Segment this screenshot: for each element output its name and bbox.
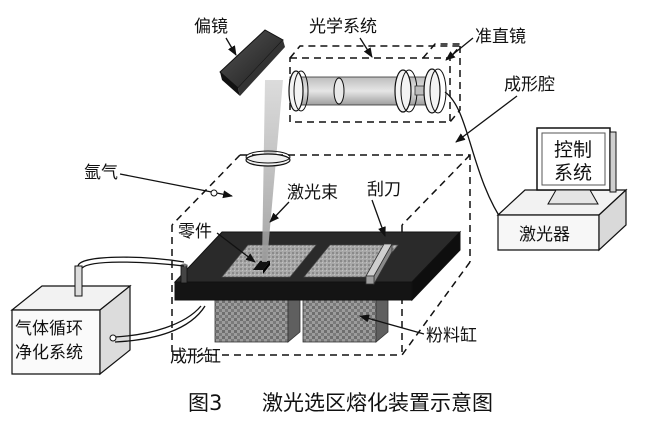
label-chamber: 成形腔 <box>504 75 555 95</box>
label-control-line1: 控制 <box>554 139 592 161</box>
label-mirror: 偏镜 <box>194 17 228 37</box>
label-optics: 光学系统 <box>309 17 377 37</box>
label-beam: 激光束 <box>287 183 338 203</box>
label-build-cylinder: 成形缸 <box>170 346 221 367</box>
control-monitor <box>536 127 617 205</box>
caption-text: 激光选区熔化装置示意图 <box>262 391 493 415</box>
collimator <box>422 43 460 114</box>
label-gas-line1: 气体循环 <box>15 319 83 339</box>
scraper-blade <box>365 242 393 286</box>
part <box>253 261 270 274</box>
label-collimator: 准直镜 <box>475 27 526 47</box>
gas-pipe-bottom <box>114 305 202 338</box>
optics-assembly <box>288 69 434 113</box>
label-control-line2: 系统 <box>554 162 592 184</box>
label-scraper: 刮刀 <box>367 180 401 200</box>
gas-pipe-top <box>77 256 185 267</box>
laser-fiber <box>444 91 506 226</box>
build-chamber <box>171 154 471 356</box>
label-laser: 激光器 <box>519 225 570 245</box>
gas-purifier-unit <box>10 265 132 376</box>
label-argon: 氩气 <box>84 163 118 183</box>
laser-beam <box>262 80 283 262</box>
label-powder-cylinder: 粉料缸 <box>426 325 477 346</box>
label-part: 零件 <box>178 222 212 242</box>
leader-arrows <box>119 37 518 335</box>
gas-inlet-post <box>180 263 188 284</box>
deflection-mirror <box>219 29 285 96</box>
focus-lens <box>245 153 291 167</box>
label-gas-line2: 净化系统 <box>15 343 83 363</box>
caption-number: 图3 <box>188 391 222 415</box>
